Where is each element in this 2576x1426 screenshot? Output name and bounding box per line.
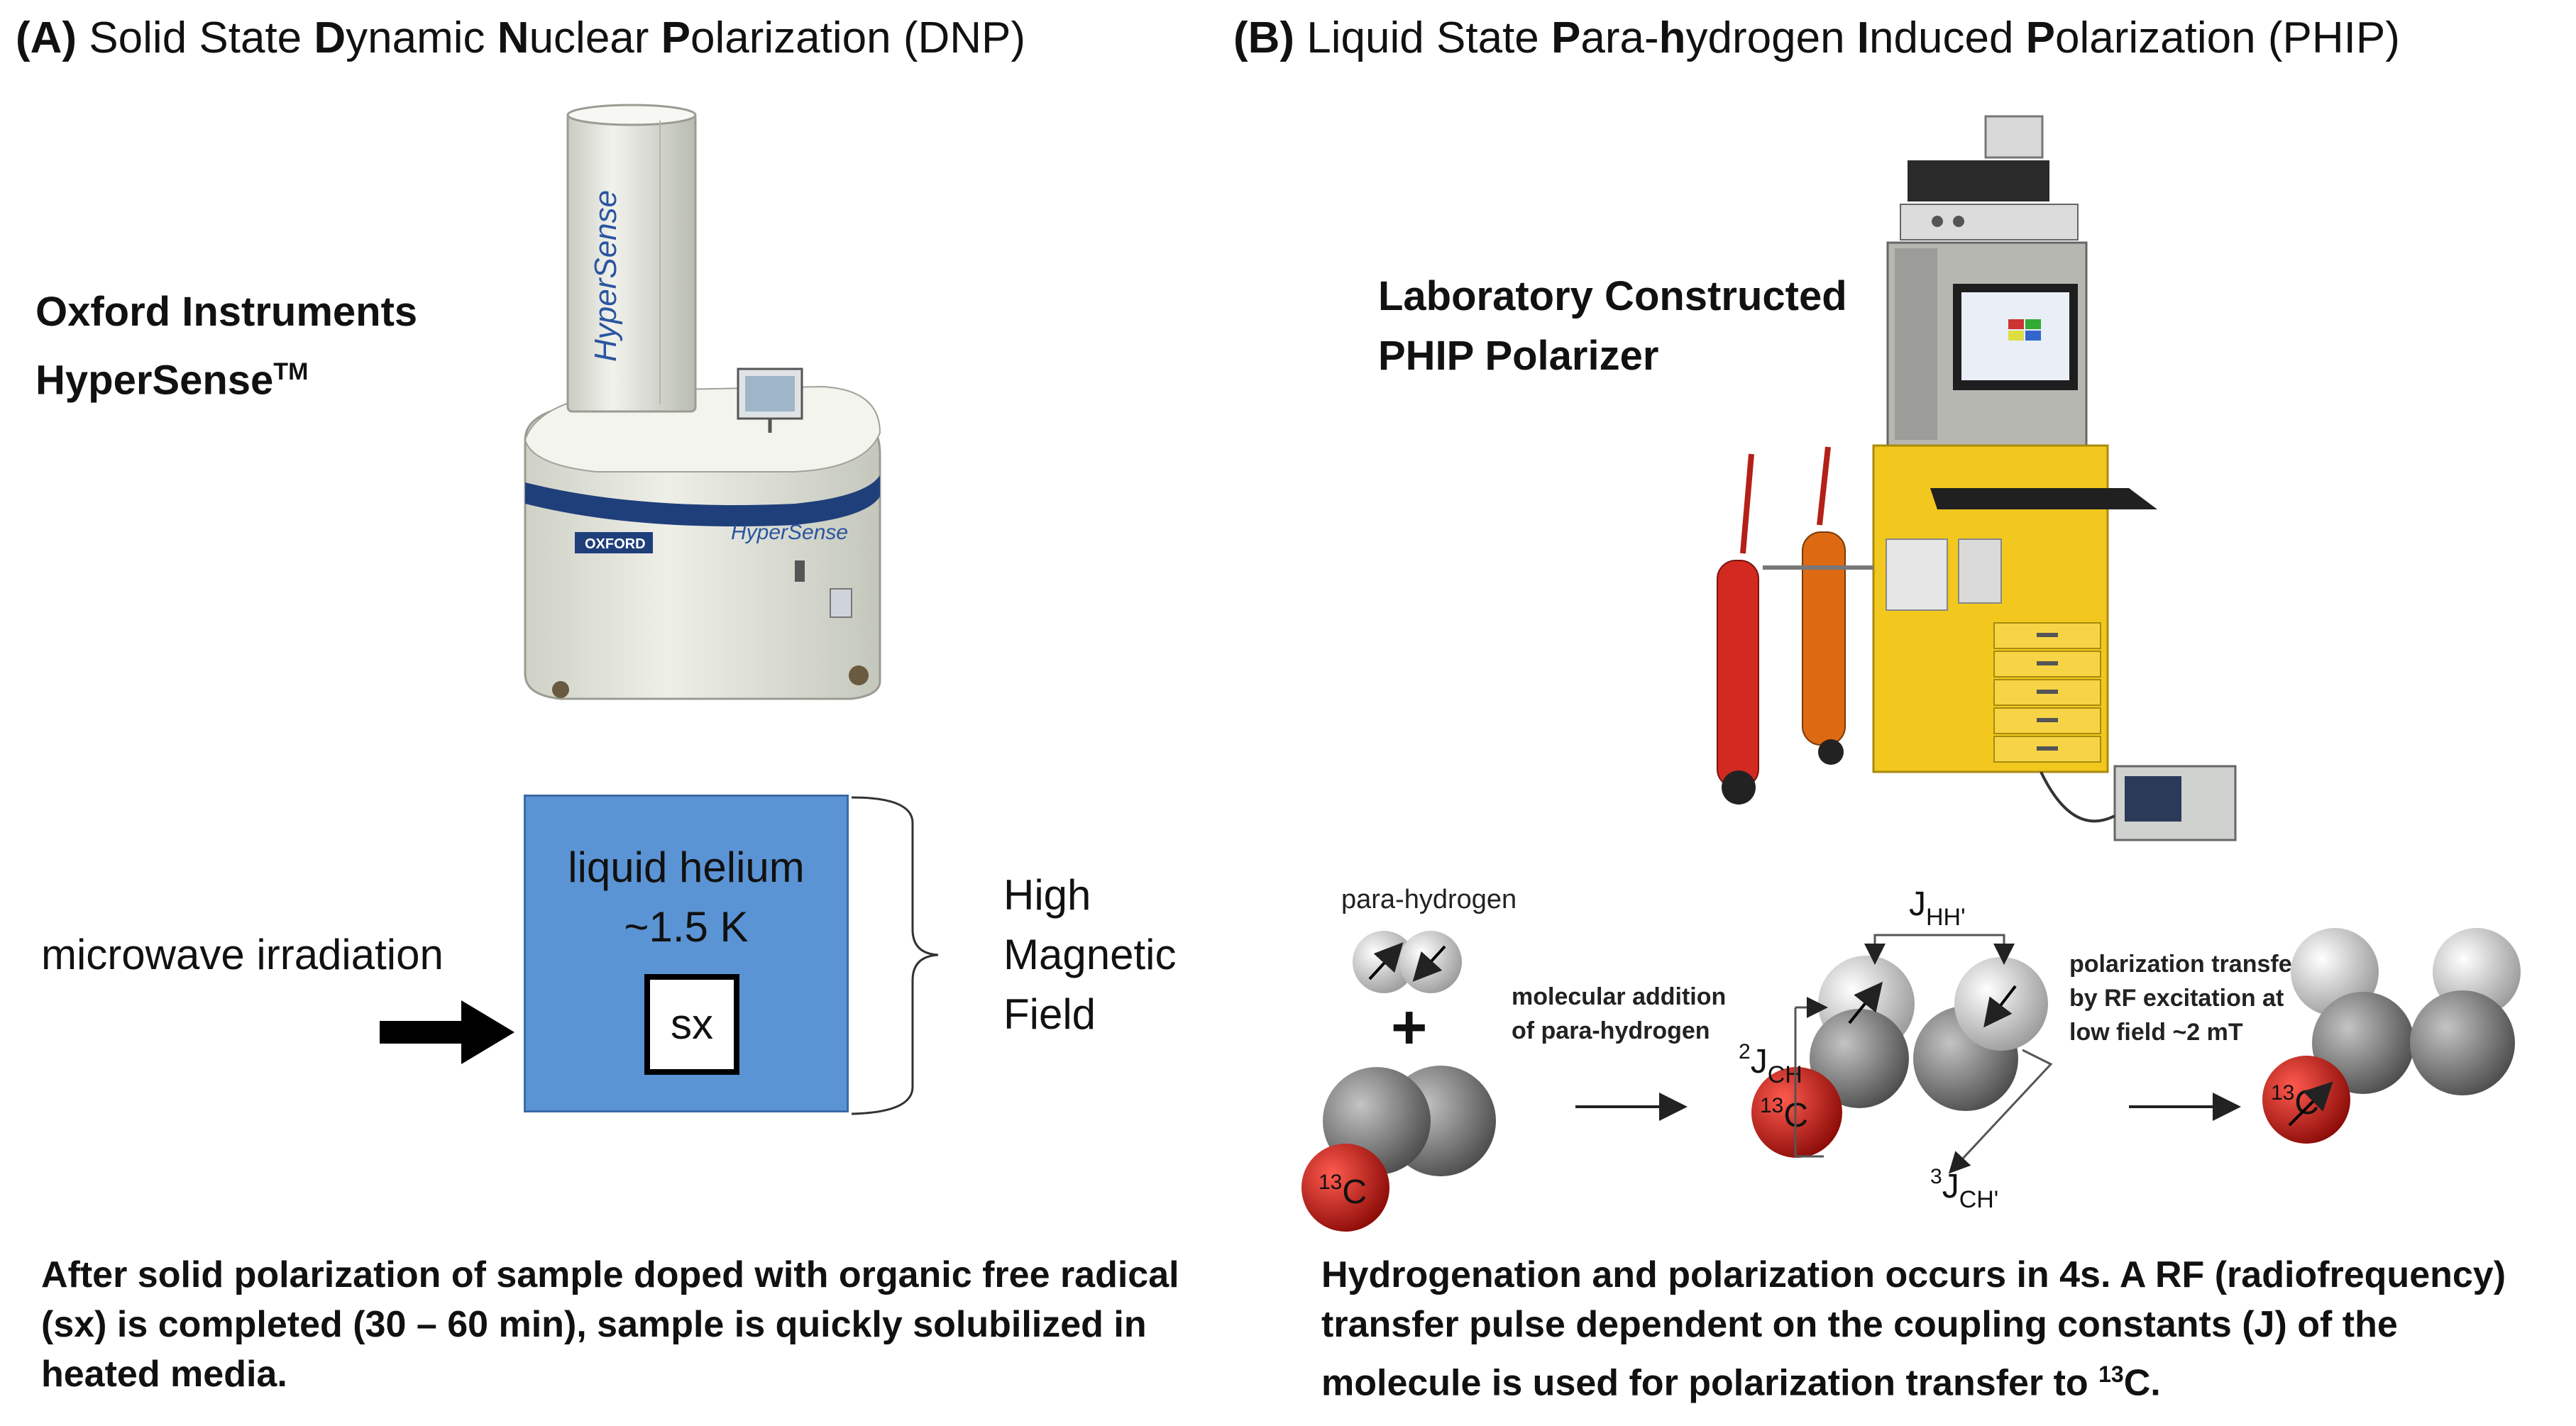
hypersense-device-image: HyperSense OXFORD HyperSense	[524, 104, 881, 700]
transfer-label: polarization transfer by RF excitation a…	[2069, 951, 2308, 1046]
panel-b-caption: Hydrogenation and polarization occurs in…	[1321, 1254, 2506, 1404]
j-hh-label: JHH'	[1909, 885, 1966, 931]
product-molecule: 13C	[1751, 956, 2048, 1158]
j2-label: 2JCH	[1739, 1040, 1802, 1088]
sample-label: sx	[671, 1000, 713, 1048]
phip-polarizer-label: Laboratory Constructed PHIP Polarizer	[1378, 273, 1847, 379]
helium-label: liquid helium	[568, 844, 805, 891]
microwave-arrow	[380, 1000, 514, 1064]
j3-label: 3JCH'	[1930, 1165, 1998, 1213]
liquid-helium-box: liquid helium ~1.5 K sx	[524, 795, 849, 1112]
field-brace	[851, 796, 939, 1115]
svg-text:OXFORD: OXFORD	[585, 536, 646, 552]
magnetic-field-label: High Magnetic Field	[1003, 871, 1177, 1038]
phip-polarizer-image	[1717, 115, 2237, 841]
panel-a-heading: (A) Solid State Dynamic Nuclear Polariza…	[16, 13, 1026, 62]
panel-b-heading: (B) Liquid State Para-hydrogen Induced P…	[1233, 13, 2400, 62]
red-gas-cylinder	[1717, 560, 1759, 788]
hypersense-brand-text: HyperSense	[588, 190, 623, 362]
plus-sign: +	[1391, 992, 1427, 1062]
device-stripe	[525, 475, 880, 526]
alkyne-molecule: 13C	[1301, 1066, 1496, 1232]
svg-text:13C: 13C	[1319, 1171, 1367, 1211]
temperature-label: ~1.5 K	[624, 903, 749, 951]
svg-text:HyperSense: HyperSense	[731, 521, 848, 544]
para-hydrogen-label: para-hydrogen	[1341, 885, 1517, 914]
device-column	[566, 112, 697, 413]
panel-a-caption: After solid polarization of sample doped…	[41, 1254, 1179, 1395]
hypersense-label: Oxford Instruments HyperSenseTM	[35, 289, 418, 404]
orange-gas-cylinder	[1802, 531, 1846, 746]
sample-box: sx	[644, 974, 739, 1075]
polarized-molecule: 13C	[2262, 928, 2521, 1144]
phip-reaction-diagram: para-hydrogen + 13C molecular addition o…	[1301, 885, 2521, 1232]
para-hydrogen-molecule	[1353, 931, 1462, 993]
addition-label: molecular addition of para-hydrogen	[1512, 983, 1733, 1044]
microwave-label: microwave irradiation	[41, 931, 444, 978]
